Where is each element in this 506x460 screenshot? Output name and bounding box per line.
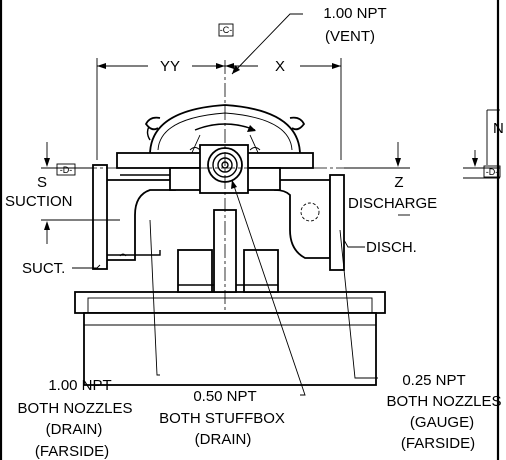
datum-d-left-label: -D- <box>60 165 73 175</box>
gauge-both-label: BOTH NOZZLES <box>386 393 501 410</box>
discharge-nozzle <box>274 174 345 271</box>
bottom-leaders <box>149 179 378 396</box>
n-dimension <box>463 109 501 179</box>
disch-label: DISCH. <box>366 239 417 256</box>
discharge-label: DISCHARGE <box>348 195 437 212</box>
suction-nozzle <box>92 164 176 270</box>
vent-npt-label: 1.00 NPT <box>323 5 386 22</box>
drain-farside-label: (FARSIDE) <box>35 443 109 460</box>
gauge-npt-label: 0.25 NPT <box>402 372 465 389</box>
drain-npt-label: 1.00 NPT <box>48 377 111 394</box>
suction-label: SUCTION <box>5 193 73 210</box>
dim-x-label: X <box>275 58 285 75</box>
stuffbox-both-label: BOTH STUFFBOX <box>159 410 285 427</box>
suction-dimension <box>41 142 120 269</box>
vent-label: (VENT) <box>325 28 375 45</box>
pump-feet <box>177 209 279 293</box>
drain-label: (DRAIN) <box>46 421 103 438</box>
top-dimensions <box>96 58 342 160</box>
gauge-farside-label: (FARSIDE) <box>401 435 475 452</box>
datum-d-right-label: -D- <box>486 167 499 177</box>
stuffbox-npt-label: 0.50 NPT <box>193 388 256 405</box>
dim-n-label: N <box>493 120 504 137</box>
vent-leader <box>231 13 303 75</box>
datum-c-label: -C- <box>220 25 233 35</box>
shaft-stuffbox <box>199 144 249 194</box>
dim-yy-label: YY <box>160 58 180 75</box>
dim-z-label: Z <box>394 174 403 191</box>
gauge-label: (GAUGE) <box>410 414 474 431</box>
datum-d-left-box <box>56 163 76 176</box>
discharge-dimension <box>343 142 410 248</box>
baseplate <box>74 291 386 386</box>
suct-label: SUCT. <box>22 260 65 277</box>
drain-both-label: BOTH NOZZLES <box>17 400 132 417</box>
datum-d-right-box <box>483 165 501 178</box>
stuffbox-drain-label: (DRAIN) <box>195 431 252 448</box>
datum-c-box <box>218 23 234 37</box>
dim-s-label: S <box>37 174 47 191</box>
